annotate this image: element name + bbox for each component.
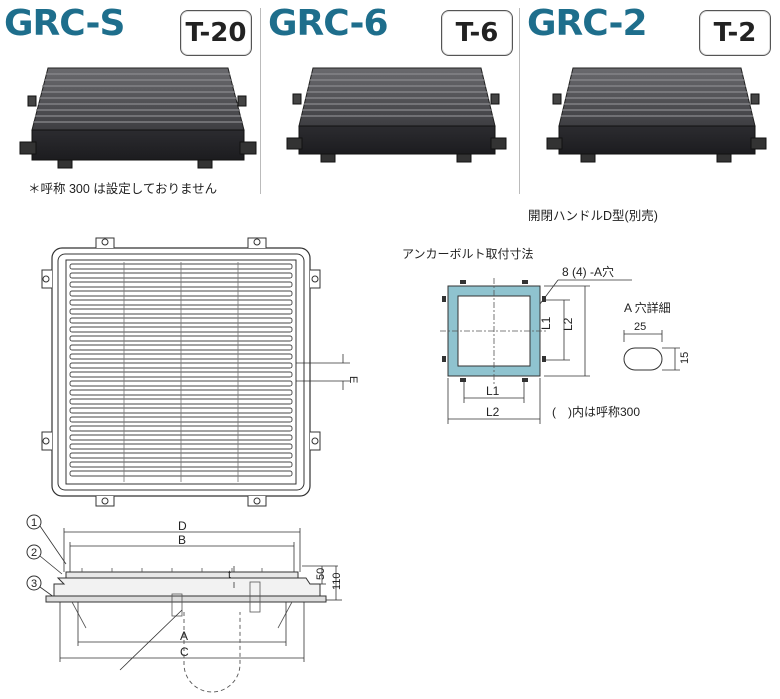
hole-detail-title: A 穴詳細 [624,300,671,315]
dim-50-label: 50 [315,568,327,580]
dim-l1-vertical: L1 [539,316,553,330]
dim-l2-vertical: L2 [561,317,575,331]
product-title-grc-2: GRC-2 [527,3,648,44]
dim-l1-horizontal: L1 [486,384,500,398]
dim-e-label: E [347,376,359,383]
product-title-grc-6: GRC-6 [268,3,389,44]
hole-detail-diagram: A 穴詳細 25 15 [623,300,691,371]
product-image-grc-2 [546,67,767,163]
load-badge-t2: T-2 [699,10,771,56]
hole-width-label: 25 [634,321,646,333]
dim-b-label: B [178,533,186,547]
grcs-size-note: ＊呼称 300 は設定しておりません [28,182,218,196]
separator-1 [260,8,261,194]
anchor-bolt-diagram: アンカーボルト取付寸法 8 (4) -A穴 L1 L2 L1 L2 ( )内は呼… [402,247,640,424]
paren-note: ( )内は呼称300 [552,405,640,419]
product-image-grc-s [19,67,257,169]
separator-2 [519,8,520,194]
dim-l2-horizontal: L2 [486,405,500,419]
dim-d-label: D [178,519,187,533]
section-view-drawing: 1 2 3 D B t 50 110 [26,514,343,693]
anchor-title: アンカーボルト取付寸法 [402,247,534,261]
marker-2: 2 [31,547,37,559]
marker-1: 1 [31,517,37,529]
product-image-grc-6 [286,67,507,163]
handle-note: 開閉ハンドルD型(別売) [528,209,658,223]
dim-t-label: t [228,569,231,581]
hole-label: 8 (4) -A穴 [562,264,614,279]
load-badge-t6: T-6 [441,10,513,56]
product-title-grc-s: GRC-S [4,3,125,44]
marker-3: 3 [31,578,37,590]
dim-c-label: C [180,645,189,659]
hole-height-label: 15 [679,352,691,364]
dim-110-label: 110 [331,572,343,590]
load-badge-t20: T-20 [180,10,252,56]
plan-view-drawing: E [41,237,359,507]
